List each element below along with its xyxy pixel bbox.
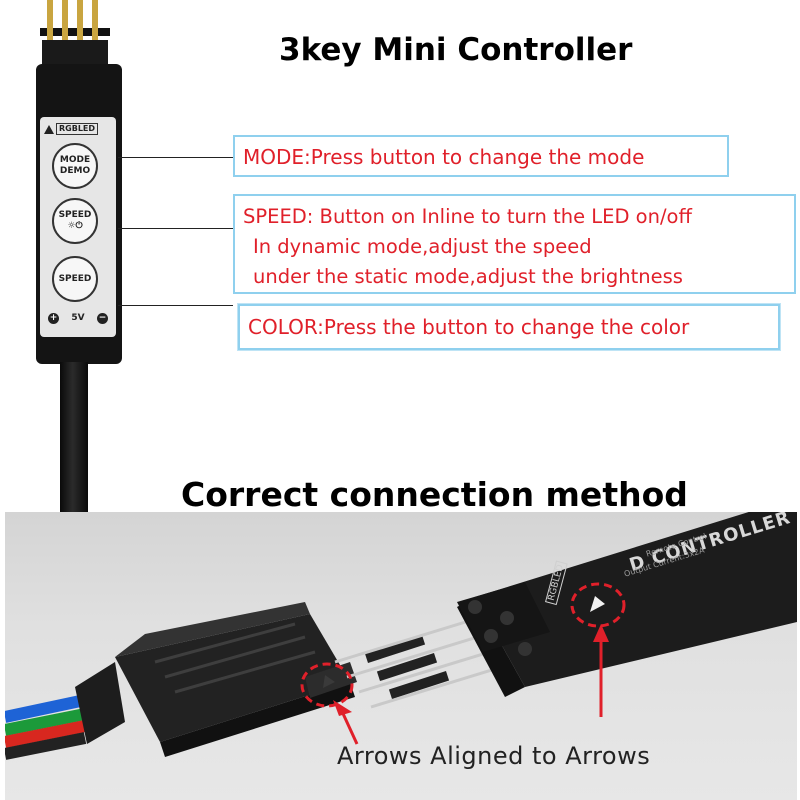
mode-button-label-2: DEMO — [59, 166, 91, 176]
red-arrow-right-icon — [593, 624, 609, 717]
mode-leader-line — [118, 157, 233, 158]
mode-callout-text: MODE:Press button to change the mode — [243, 145, 645, 169]
connector-pins-icon — [40, 0, 110, 68]
red-arrow-left-icon — [333, 700, 359, 745]
voltage-label: 5V — [71, 313, 85, 323]
speed-button-label: SPEED — [58, 273, 92, 284]
cable — [60, 362, 88, 512]
color-callout-text: COLOR:Press the button to change the col… — [248, 315, 690, 339]
speed-button[interactable]: SPEED — [52, 256, 98, 302]
speed-power-button[interactable]: SPEED ☼⏻ — [52, 198, 98, 244]
speed-callout: SPEED: Button on Inline to turn the LED … — [233, 194, 796, 294]
plus-icon: + — [48, 312, 59, 324]
top-title: 3key Mini Controller — [279, 32, 633, 68]
controller-logo: RGBLED — [44, 123, 106, 135]
mode-callout: MODE:Press button to change the mode — [233, 135, 729, 177]
speed-leader-line — [118, 228, 233, 229]
controller-logo-text: RGBLED — [56, 123, 99, 135]
brightness-power-icon: ☼⏻ — [67, 221, 83, 231]
speed-callout-line-3: under the static mode,adjust the brightn… — [253, 265, 683, 288]
female-connector — [75, 602, 357, 757]
arrows-caption: Arrows Aligned to Arrows — [337, 742, 651, 770]
mode-button-label-1: MODE — [59, 155, 91, 165]
connection-photo: D CONTROLLER Remote Control Output Curre… — [5, 512, 797, 800]
speed-callout-line-2: In dynamic mode,adjust the speed — [253, 235, 592, 258]
bottom-title: Correct connection method — [181, 475, 688, 514]
color-leader-line — [118, 305, 233, 306]
connector-marker-circle — [300, 662, 354, 708]
mode-button[interactable]: MODE DEMO — [52, 143, 98, 189]
controller-strip — [457, 512, 797, 697]
speed-button-label-1: SPEED — [58, 210, 92, 220]
strip-marker-circle — [570, 582, 626, 628]
minus-icon: − — [96, 312, 108, 324]
speed-callout-line-1: SPEED: Button on Inline to turn the LED … — [243, 205, 692, 228]
connection-illustration — [5, 512, 797, 760]
color-callout: COLOR:Press the button to change the col… — [238, 304, 780, 350]
power-row: + 5V − — [48, 311, 108, 325]
rgb-wires — [5, 694, 87, 760]
